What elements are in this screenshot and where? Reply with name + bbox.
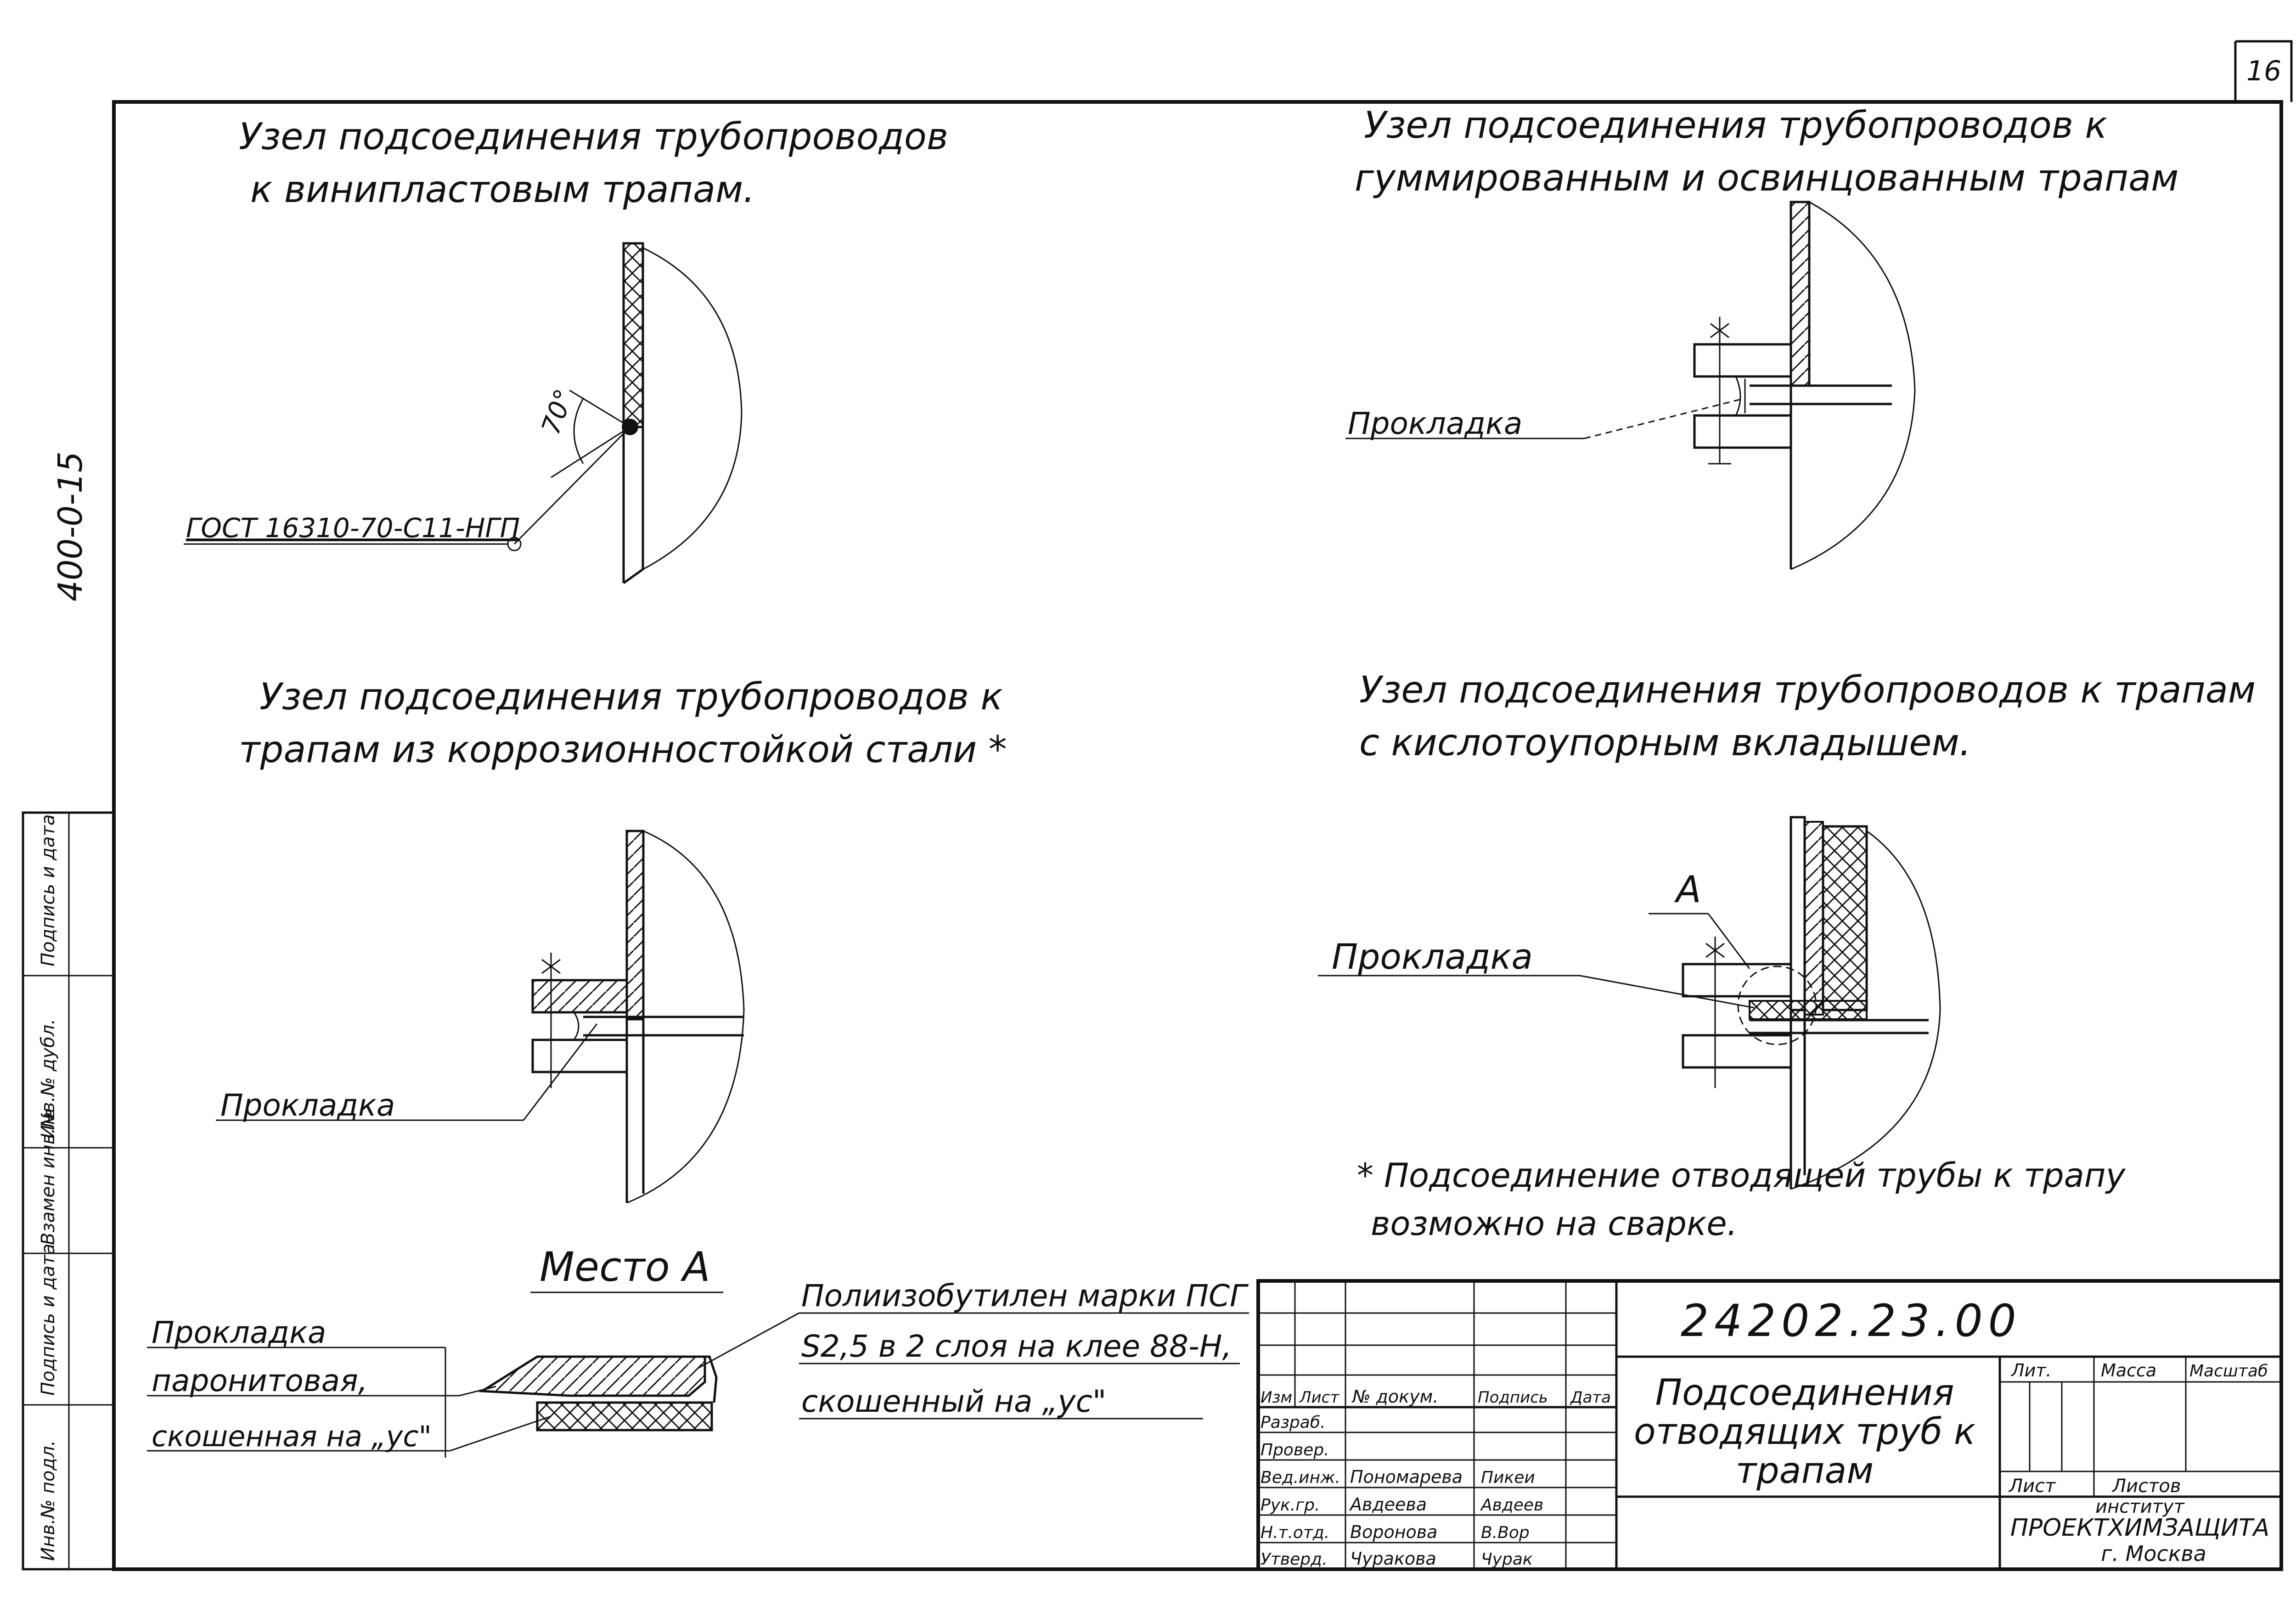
role-4: Рук.гр. xyxy=(1261,1496,1320,1515)
stage-header-lit: Лит. xyxy=(2010,1360,2052,1381)
name-6: Чуракова xyxy=(1350,1549,1436,1569)
page-number-box: 16 xyxy=(2234,40,2293,102)
place-a-left-label-1: Прокладка xyxy=(152,1315,326,1350)
detail-4-marker: А xyxy=(1674,868,1701,911)
detail-3-label: Прокладка xyxy=(220,1088,395,1123)
note-line-2: возможно на сварке. xyxy=(1371,1204,1738,1243)
org-line-3: г. Москва xyxy=(2101,1541,2206,1566)
place-a-title: Место А xyxy=(540,1243,710,1291)
role-6: Утверд. xyxy=(1261,1550,1327,1569)
detail-4: Узел подсоединения трубопроводов к трапа… xyxy=(1318,668,2256,1190)
detail-4-break-arc xyxy=(1790,830,1941,1190)
org-line-1: институт xyxy=(2095,1496,2185,1517)
signature-3: Пикеи xyxy=(1481,1468,1535,1487)
doc-title-line-3: трапам xyxy=(1736,1450,1874,1492)
col-header-list: Лист xyxy=(1299,1388,1339,1407)
detail-3-title-line-1: Узел подсоединения трубопроводов к xyxy=(259,675,1003,718)
detail-1-wall-hatch xyxy=(622,242,644,428)
place-a-polyisobutylene xyxy=(536,1401,713,1431)
doc-title-line-2: отводящих труб к xyxy=(1634,1411,1975,1453)
col-header-izm: Изм xyxy=(1261,1388,1292,1407)
detail-4-label: Прокладка xyxy=(1332,936,1533,977)
side-stamp-label-2: Подпись и дата xyxy=(38,1244,59,1396)
role-2: Провер. xyxy=(1261,1441,1329,1459)
note-line-1: * Подсоединение отводящей трубы к трапу xyxy=(1357,1156,2126,1195)
place-a-left-label-2: паронитовая, xyxy=(152,1363,368,1398)
detail-2-title-line-2: гуммированным и освинцованным трапам xyxy=(1355,157,2179,199)
detail-2-title-line-1: Узел подсоединения трубопроводов к xyxy=(1364,104,2107,146)
detail-2: Узел подсоединения трубопроводов к гумми… xyxy=(1345,104,2179,570)
name-5: Воронова xyxy=(1350,1522,1437,1542)
place-a-left-label-3: скошенная на „ус" xyxy=(152,1420,432,1453)
detail-3-wall xyxy=(625,830,645,1021)
name-4: Авдеева xyxy=(1349,1494,1427,1515)
page-number: 16 xyxy=(2246,55,2281,87)
place-a-right-label-1: Полиизобутилен марки ПСГ xyxy=(801,1278,1249,1313)
role-1: Разраб. xyxy=(1261,1413,1325,1432)
detail-1-label: ГОСТ 16310-70-С11-НГП xyxy=(186,512,520,544)
side-stamp-label-3: Взамен инв.№ xyxy=(38,1109,59,1245)
name-3: Пономарева xyxy=(1350,1467,1463,1487)
role-5: Н.т.отд. xyxy=(1261,1523,1329,1542)
side-stamp-label-5: Подпись и дата xyxy=(38,814,59,966)
side-stamp-label-1: Инв.№ подл. xyxy=(38,1440,59,1561)
col-header-date: Дата xyxy=(1570,1388,1611,1407)
detail-4-title-line-2: с кислотоупорным вкладышем. xyxy=(1359,721,1971,764)
detail-2-break-arc xyxy=(1790,201,1916,570)
doc-title-line-1: Подсоединения xyxy=(1655,1372,1954,1414)
detail-1-break-arc xyxy=(642,247,743,570)
side-code: 400-0-15 xyxy=(51,451,90,601)
side-stamp: Инв.№ подл. Подпись и дата Взамен инв.№ … xyxy=(22,811,115,1571)
stage-header-mass: Масса xyxy=(2101,1360,2156,1381)
org-line-2: ПРОЕКТХИМЗАЩИТА xyxy=(2010,1514,2269,1542)
col-header-doc: № докум. xyxy=(1351,1386,1438,1407)
detail-4-liner xyxy=(1822,825,1868,1011)
detail-3-break-arc xyxy=(626,830,745,1204)
sheets-label: Листов xyxy=(2111,1476,2181,1497)
place-a-right-label-3: скошенный на „ус" xyxy=(801,1384,1106,1419)
detail-1: Узел подсоединения трубопроводов к винип… xyxy=(184,115,948,584)
side-stamp-label-4: Инв.№ дубл. xyxy=(38,1019,59,1139)
signature-4: Авдеев xyxy=(1480,1496,1543,1515)
detail-2-wall-lining xyxy=(1790,201,1811,387)
weld-note: * Подсоединение отводящей трубы к трапу … xyxy=(1357,1156,2126,1243)
signature-6: Чурак xyxy=(1481,1550,1533,1569)
place-a-right-label-2: S2,5 в 2 слоя на клее 88-Н, xyxy=(801,1329,1232,1364)
detail-1-title-line-1: Узел подсоединения трубопроводов xyxy=(239,115,948,158)
detail-1-angle: 70° xyxy=(536,385,580,438)
title-block: 24202.23.00 Подсоединения отводящих труб… xyxy=(1256,1279,2283,1571)
detail-4-title-line-1: Узел подсоединения трубопроводов к трапа… xyxy=(1359,668,2256,711)
signature-5: В.Вор xyxy=(1481,1523,1530,1542)
place-a-gasket xyxy=(478,1355,706,1397)
role-3: Вед.инж. xyxy=(1261,1468,1340,1487)
sheet-label: Лист xyxy=(2008,1476,2056,1497)
detail-3: Узел подсоединения трубопроводов к трапа… xyxy=(216,675,1007,1204)
detail-1-title-line-2: к винипластовым трапам. xyxy=(250,168,755,211)
detail-2-label: Прокладка xyxy=(1348,406,1522,441)
detail-3-title-line-2: трапам из коррозионностойкой стали * xyxy=(239,728,1007,771)
doc-number: 24202.23.00 xyxy=(1681,1295,2022,1347)
place-a-detail: Место А Прокладка паронитовая, скошенная… xyxy=(147,1243,1249,1458)
stage-header-scale: Масштаб xyxy=(2189,1362,2268,1381)
col-header-sign: Подпись xyxy=(1478,1388,1548,1407)
